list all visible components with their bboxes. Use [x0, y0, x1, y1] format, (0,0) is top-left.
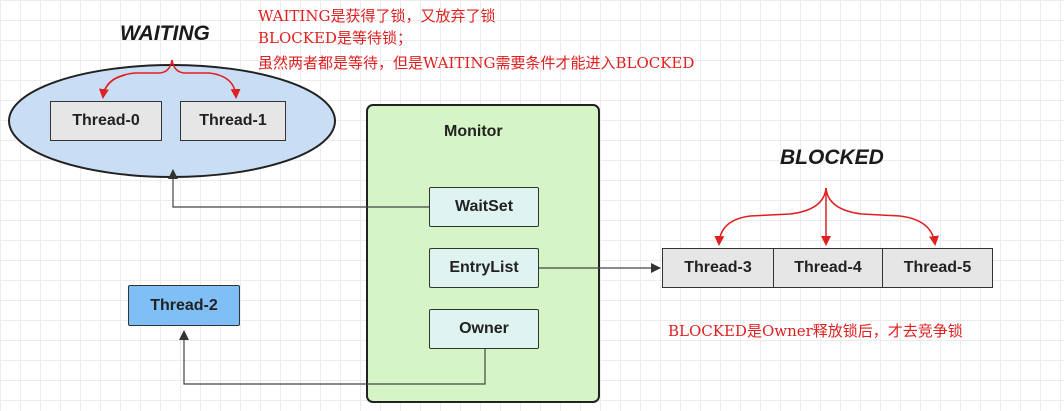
- note-line-2: BLOCKED是等待锁；: [258, 29, 412, 47]
- thread-5-box: Thread-5: [882, 248, 993, 288]
- owner-connector: [179, 330, 486, 385]
- thread-0-box: Thread-0: [50, 101, 162, 141]
- blocked-title: BLOCKED: [780, 146, 884, 169]
- thread-3-box: Thread-3: [662, 248, 774, 288]
- monitor-title: Monitor: [444, 123, 503, 140]
- blocked-fan-right: [825, 187, 939, 246]
- waitset-connector: [168, 169, 429, 208]
- waiting-title: WAITING: [120, 22, 210, 45]
- blocked-note: BLOCKED是Owner释放锁后，才去竞争锁: [668, 322, 963, 340]
- thread-2-box: Thread-2: [128, 285, 240, 326]
- note-line-3: 虽然两者都是等待，但是WAITING需要条件才能进入BLOCKED: [258, 54, 695, 72]
- entrylist-slot: EntryList: [429, 248, 539, 288]
- thread-1-box: Thread-1: [180, 101, 286, 141]
- owner-slot: Owner: [429, 309, 539, 349]
- blocked-fan-left: [714, 187, 827, 246]
- thread-4-box: Thread-4: [773, 248, 883, 288]
- note-line-1: WAITING是获得了锁，又放弃了锁: [258, 7, 496, 25]
- waitset-slot: WaitSet: [429, 187, 539, 227]
